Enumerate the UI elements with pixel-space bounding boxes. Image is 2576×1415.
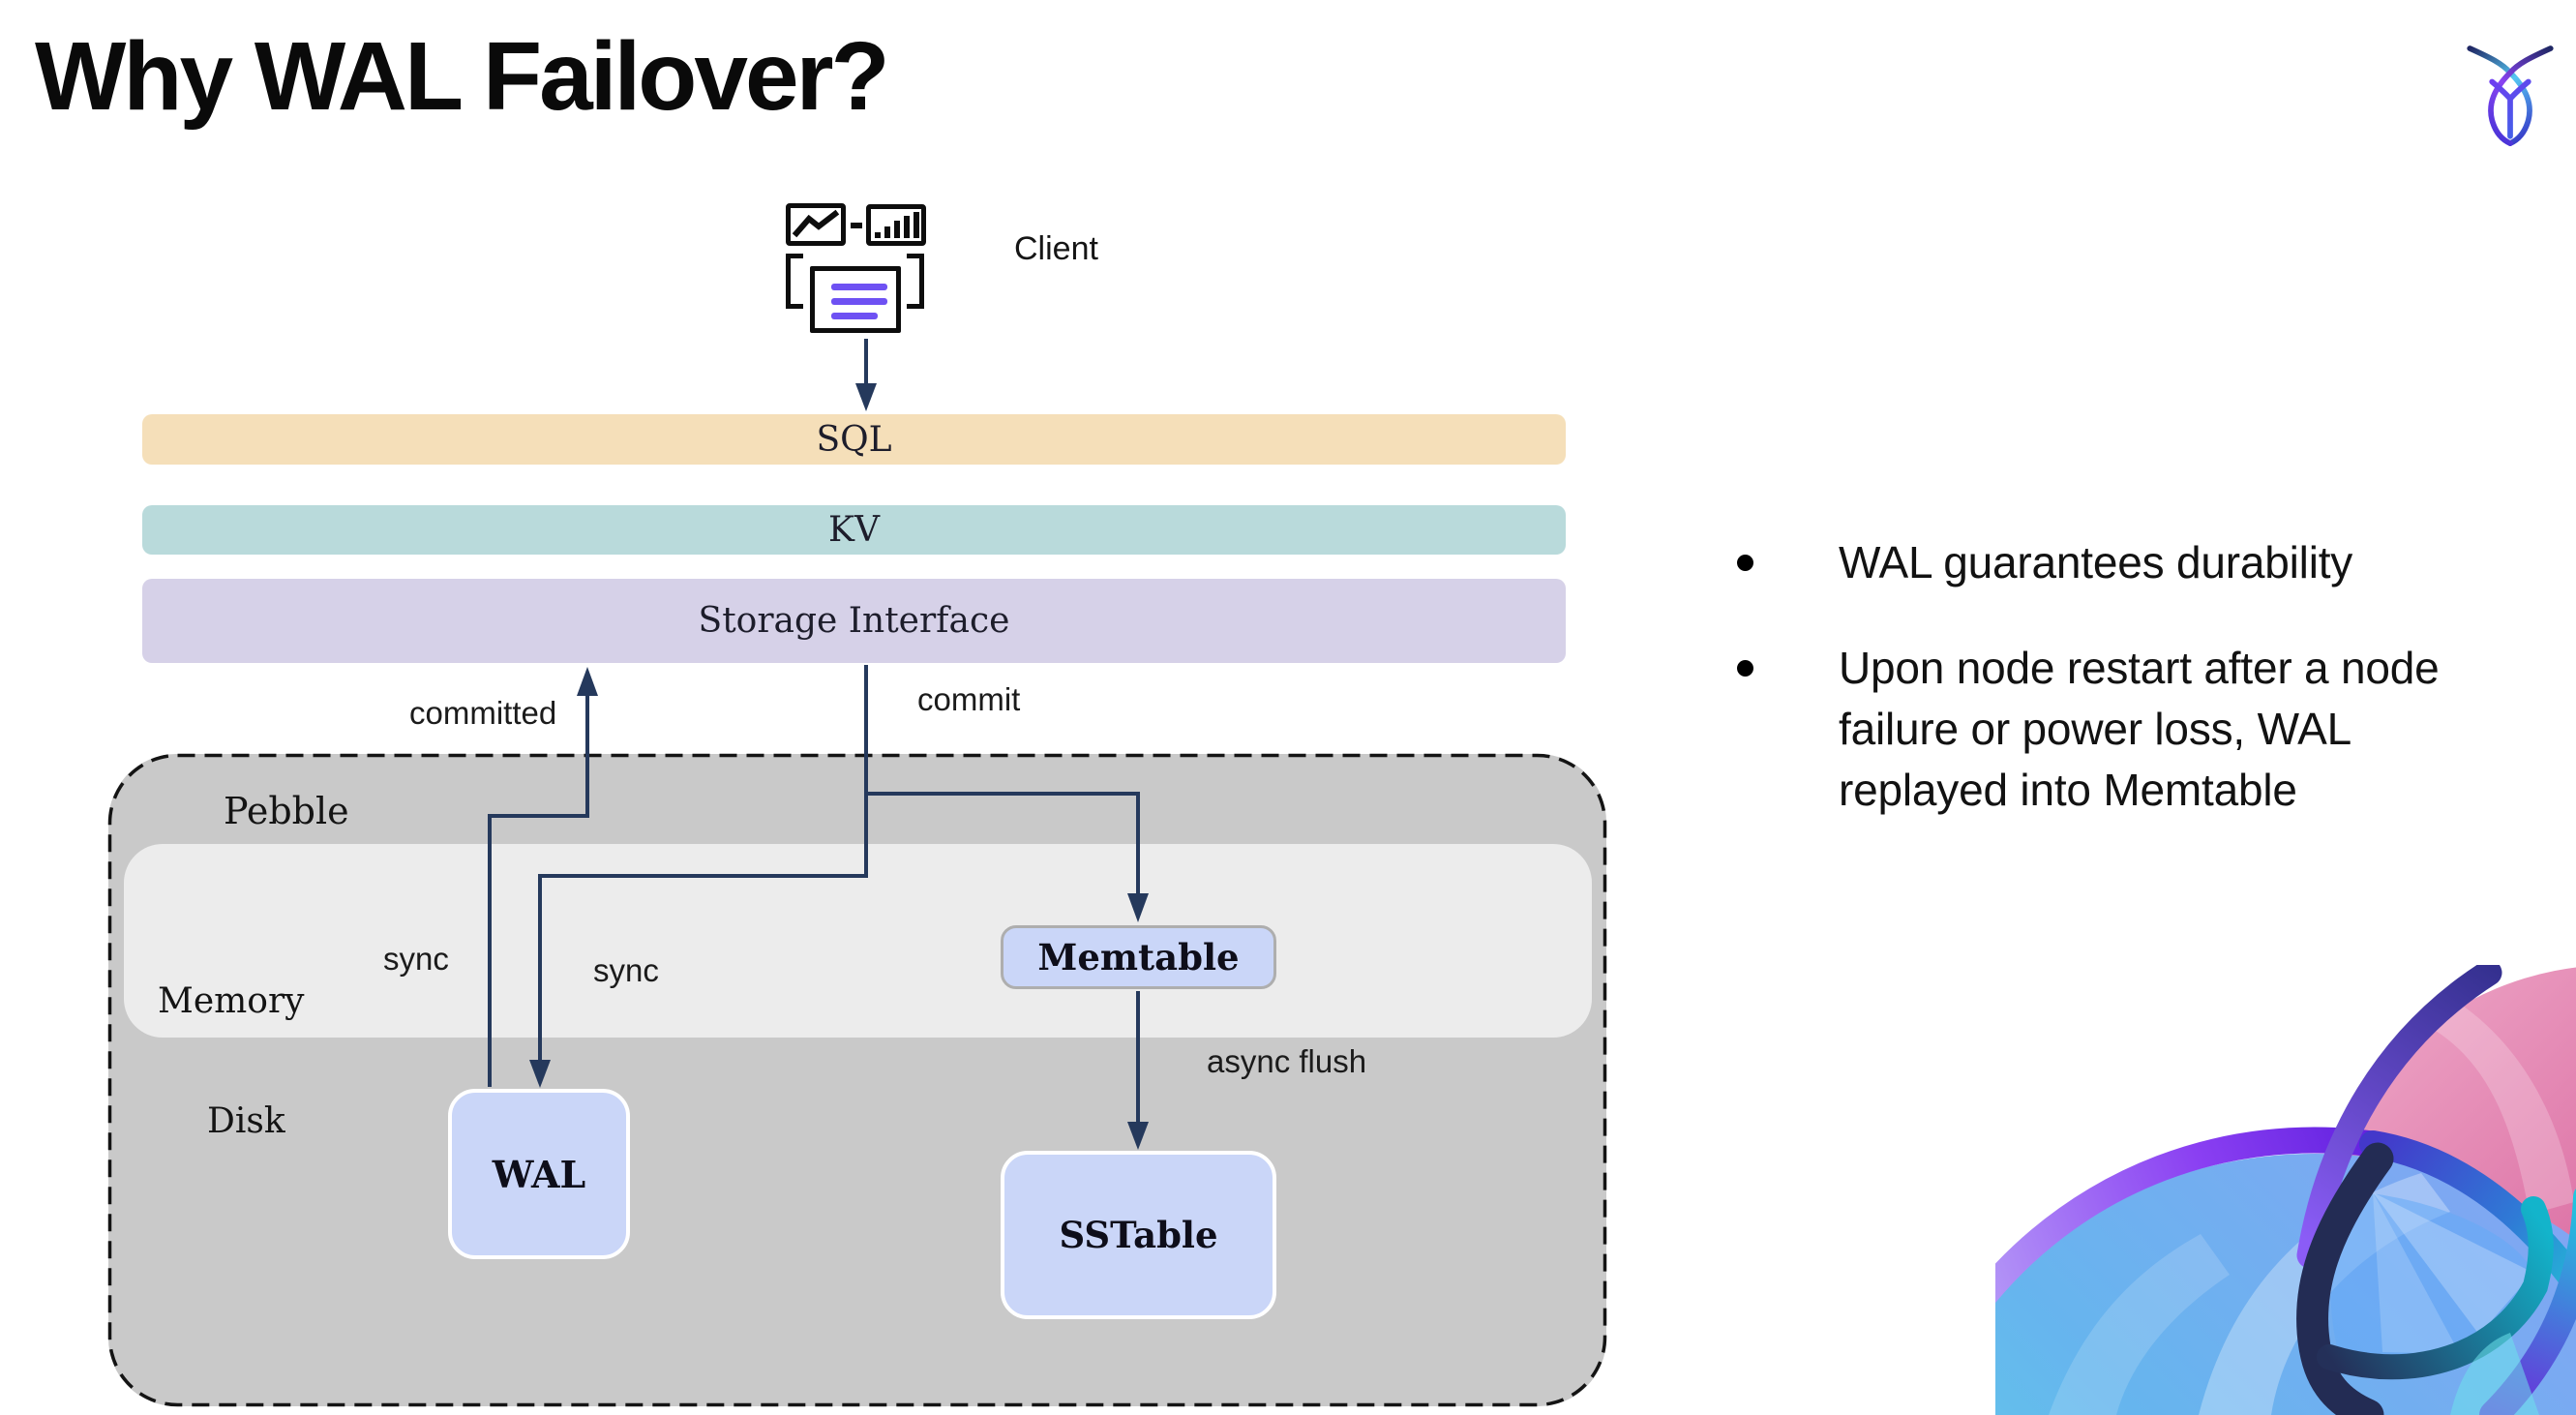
memtable-node: Memtable — [1001, 925, 1276, 989]
sstable-node: SSTable — [1001, 1151, 1276, 1319]
sync-label-left: sync — [383, 941, 449, 977]
page-title: Why WAL Failover? — [35, 22, 890, 131]
bullet-item: WAL guarantees durability — [1737, 532, 2569, 593]
memory-label: Memory — [158, 981, 305, 1021]
sstable-label: SSTable — [1059, 1214, 1218, 1256]
client-label: Client — [1014, 230, 1098, 267]
bullet-text: Upon node restart after a node failure o… — [1839, 643, 2440, 815]
cockroachdb-logo-icon — [2467, 45, 2554, 146]
async-flush-label: async flush — [1207, 1043, 1367, 1079]
bullet-text: WAL guarantees durability — [1839, 537, 2353, 587]
decorative-graphic — [1995, 965, 2576, 1415]
wal-node: WAL — [448, 1089, 630, 1259]
bullet-item: Upon node restart after a node failure o… — [1737, 638, 2569, 821]
client-icon — [784, 199, 929, 335]
document-icon — [810, 266, 901, 333]
bullet-dot-icon — [1737, 660, 1753, 677]
memtable-label: Memtable — [1037, 936, 1240, 978]
arrowhead-committed — [577, 667, 598, 696]
disk-label: Disk — [207, 1101, 285, 1141]
layer-kv: KV — [142, 505, 1566, 555]
arrowhead-sql — [855, 383, 877, 411]
layer-kv-label: KV — [828, 510, 880, 550]
bullet-dot-icon — [1737, 555, 1753, 571]
line-chart-icon — [786, 203, 846, 246]
layer-storage-label: Storage Interface — [698, 601, 1010, 641]
sync-label-right: sync — [593, 952, 659, 988]
pebble-label: Pebble — [224, 790, 349, 832]
memory-region — [124, 844, 1592, 1038]
bullet-list: WAL guarantees durability Upon node rest… — [1737, 532, 2569, 865]
layer-sql-label: SQL — [816, 419, 892, 460]
committed-label: committed — [409, 695, 557, 731]
dash-icon — [851, 223, 862, 228]
right-bracket-icon — [907, 254, 924, 309]
layer-sql: SQL — [142, 414, 1566, 465]
bar-chart-icon — [866, 204, 926, 246]
commit-label: commit — [917, 681, 1021, 717]
left-bracket-icon — [786, 254, 803, 309]
wal-label: WAL — [492, 1152, 586, 1196]
layer-storage-interface: Storage Interface — [142, 579, 1566, 663]
